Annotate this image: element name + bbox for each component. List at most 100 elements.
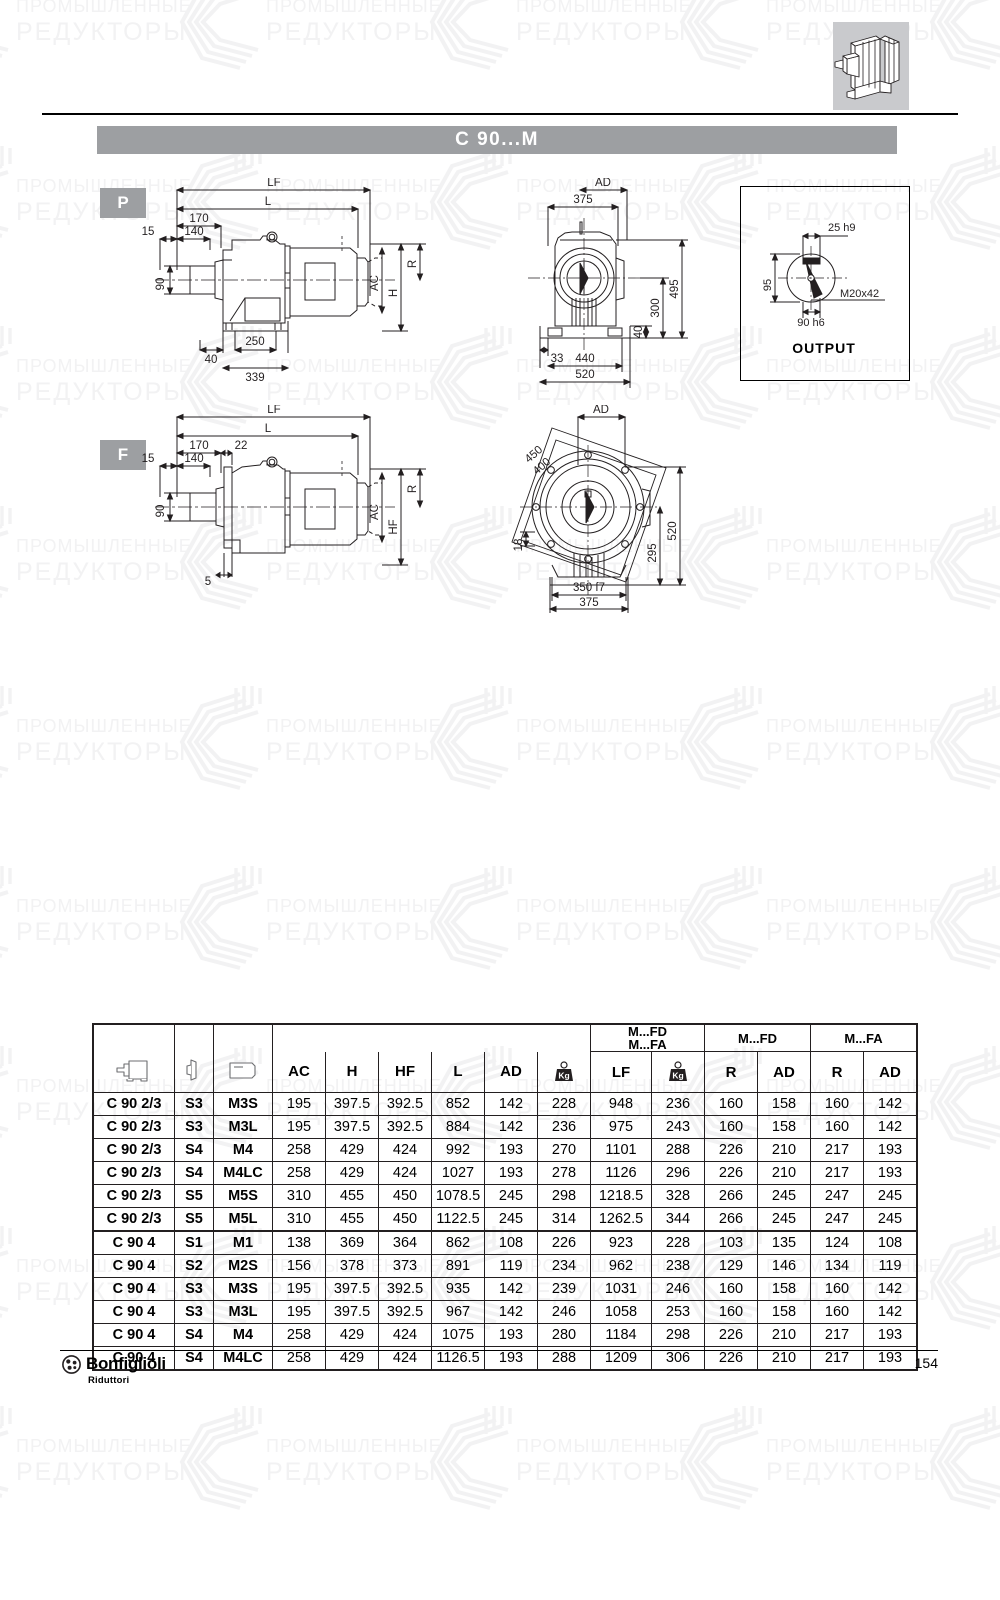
cell-AC: 310 — [272, 1207, 326, 1232]
header-group-mfd: M...FD — [704, 1023, 811, 1052]
cell-R_fd: 160 — [704, 1300, 758, 1324]
cell-size: S3 — [174, 1300, 214, 1324]
cell-L: 935 — [431, 1277, 485, 1301]
cell-LF: 975 — [590, 1115, 652, 1139]
svg-text:AD: AD — [593, 405, 609, 416]
cell-size: S4 — [174, 1138, 214, 1162]
cell-motor: M4 — [213, 1138, 273, 1162]
cell-kg2: 344 — [651, 1207, 705, 1232]
header-blank-model — [92, 1023, 175, 1052]
cell-AD_fd: 158 — [757, 1300, 811, 1324]
cell-L: 1075 — [431, 1323, 485, 1347]
svg-text:AD: AD — [595, 178, 611, 189]
svg-text:140: 140 — [184, 453, 203, 465]
cell-H: 397.5 — [325, 1300, 379, 1324]
header-blank-main — [272, 1023, 591, 1052]
svg-text:R: R — [407, 485, 419, 493]
table-group-header-row: M...FD M...FA M...FD M...FA — [92, 1023, 918, 1052]
cell-R_fa: 124 — [810, 1230, 864, 1255]
cell-kg1: 270 — [537, 1138, 591, 1162]
header-LF: LF — [590, 1051, 652, 1093]
cell-AD_fa: 245 — [863, 1184, 918, 1208]
cell-motor: M2S — [213, 1254, 273, 1278]
cell-L: 852 — [431, 1092, 485, 1116]
cell-R_fa: 160 — [810, 1092, 864, 1116]
cell-R_fa: 217 — [810, 1161, 864, 1185]
cell-AD_fa: 193 — [863, 1323, 918, 1347]
cell-kg1: 228 — [537, 1092, 591, 1116]
cell-AD_fa: 142 — [863, 1277, 918, 1301]
svg-text:300: 300 — [650, 298, 662, 317]
cell-HF: 392.5 — [378, 1092, 432, 1116]
cell-R_fd: 103 — [704, 1230, 758, 1255]
cell-AD_fd: 210 — [757, 1161, 811, 1185]
svg-text:375: 375 — [573, 194, 592, 206]
cell-size: S4 — [174, 1323, 214, 1347]
header-icon-flange — [174, 1051, 214, 1093]
svg-text:495: 495 — [669, 279, 681, 298]
cell-motor: M5S — [213, 1184, 273, 1208]
cell-AD: 142 — [484, 1300, 538, 1324]
cell-LF: 1058 — [590, 1300, 652, 1324]
svg-text:R: R — [407, 260, 419, 268]
cell-HF: 392.5 — [378, 1300, 432, 1324]
view-badge-f: F — [100, 440, 146, 470]
table-column-header-row: AC H HF L AD Kg LF Kg — [92, 1051, 918, 1093]
cell-R_fd: 226 — [704, 1138, 758, 1162]
cell-motor: M3S — [213, 1277, 273, 1301]
header-rule — [42, 113, 958, 115]
cell-kg1: 314 — [537, 1207, 591, 1232]
svg-text:140: 140 — [184, 226, 203, 238]
drawing-foot-mounted-front-view: AD 375 495 300 40 33 440 520 — [500, 177, 700, 398]
cell-AC: 156 — [272, 1254, 326, 1278]
cell-H: 397.5 — [325, 1115, 379, 1139]
svg-text:15: 15 — [142, 226, 155, 238]
header-R-fd: R — [704, 1051, 758, 1093]
brand-subtitle: Riduttori — [88, 1375, 130, 1386]
cell-model: C 90 4 — [92, 1323, 175, 1347]
cell-model: C 90 2/3 — [92, 1161, 175, 1185]
cell-kg2: 298 — [651, 1323, 705, 1347]
header-H: H — [325, 1051, 379, 1093]
cell-L: 862 — [431, 1230, 485, 1255]
cell-size: S3 — [174, 1092, 214, 1116]
cell-model: C 90 2/3 — [92, 1092, 175, 1116]
cell-kg1: 278 — [537, 1161, 591, 1185]
svg-text:33: 33 — [551, 353, 564, 365]
header-AD: AD — [484, 1051, 538, 1093]
cell-AD: 142 — [484, 1115, 538, 1139]
svg-text:5: 5 — [205, 576, 211, 588]
cell-size: S5 — [174, 1184, 214, 1208]
cell-AD_fd: 158 — [757, 1115, 811, 1139]
svg-text:L: L — [265, 196, 272, 208]
cell-LF: 1126 — [590, 1161, 652, 1185]
svg-text:170: 170 — [189, 440, 208, 452]
cell-HF: 364 — [378, 1230, 432, 1255]
svg-text:AC: AC — [369, 275, 381, 291]
cell-AD_fa: 142 — [863, 1115, 918, 1139]
cell-AD_fa: 142 — [863, 1300, 918, 1324]
svg-text:LF: LF — [267, 178, 280, 189]
cell-HF: 450 — [378, 1184, 432, 1208]
cell-LF: 1031 — [590, 1277, 652, 1301]
cell-L: 1027 — [431, 1161, 485, 1185]
drawing-foot-mounted-side-view: LF L 170 140 15 40 250 339 90 AC H R — [120, 177, 450, 403]
header-icon-motor — [213, 1051, 273, 1093]
cell-R_fd: 226 — [704, 1323, 758, 1347]
cell-size: S1 — [174, 1230, 214, 1255]
cell-HF: 373 — [378, 1254, 432, 1278]
header-AD-fd: AD — [757, 1051, 811, 1093]
header-group-mfd-mfa-line2: M...FA — [628, 1037, 667, 1052]
cell-AD: 142 — [484, 1277, 538, 1301]
cell-kg2: 228 — [651, 1230, 705, 1255]
header-group-mfd-mfa: M...FD M...FA — [590, 1023, 705, 1052]
svg-text:18: 18 — [513, 539, 525, 552]
cell-AC: 195 — [272, 1277, 326, 1301]
